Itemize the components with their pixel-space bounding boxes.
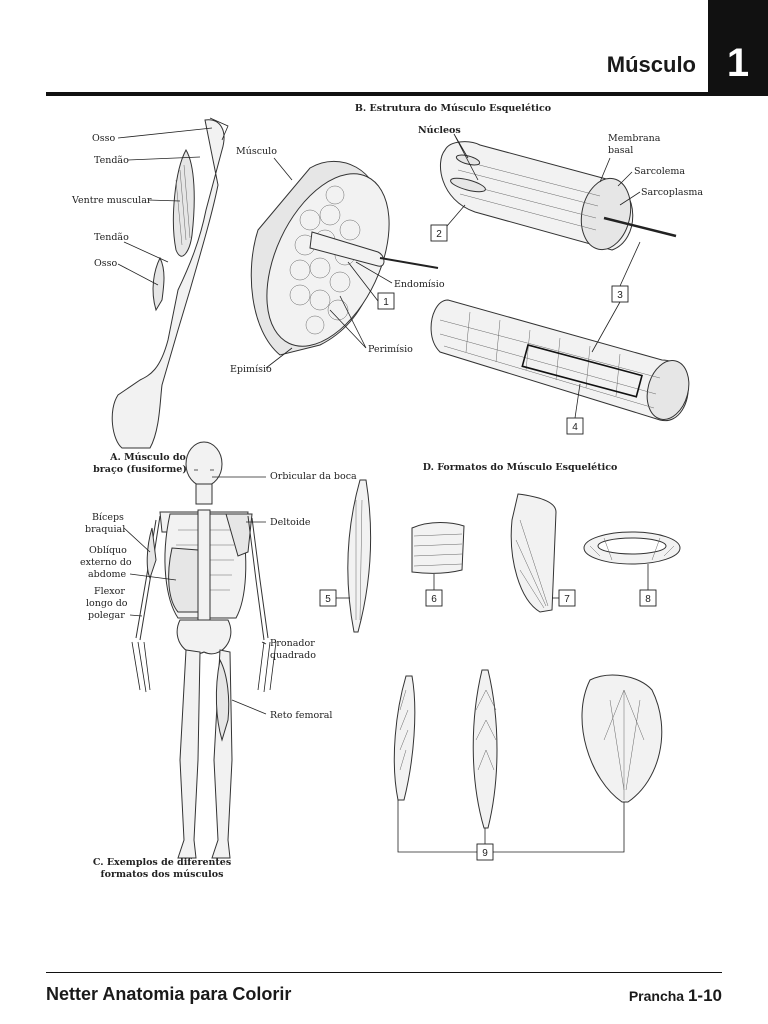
number-box-5-label: 5 [325, 594, 331, 605]
section-b-title: B. Estrutura do Músculo Esquelético [355, 103, 551, 114]
chapter-number-badge: 1 [708, 0, 768, 96]
number-box-4-label: 4 [572, 422, 578, 433]
caption-a-line1: A. Músculo do [109, 452, 186, 463]
number-box-3-label: 3 [617, 290, 623, 301]
label-perimisio: Perimísio [368, 344, 413, 355]
label-endomisio: Endomísio [394, 279, 445, 290]
label-pronador-line1: Pronador [270, 638, 315, 649]
plate-number: 1-10 [687, 986, 722, 1005]
plate-reference: Prancha 1-10 [629, 986, 722, 1006]
book-title: Netter Anatomia para Colorir [46, 984, 292, 1004]
label-sarcolema: Sarcolema [634, 166, 685, 177]
label-obliquo-line1: Oblíquo [89, 545, 127, 556]
label-epimisio: Epimísio [230, 364, 272, 375]
label-sarcoplasma: Sarcoplasma [641, 187, 703, 198]
label-orbicular-da-boca: Orbicular da boca [270, 471, 357, 482]
label-osso-bottom: Osso [94, 258, 118, 269]
number-box-2-label: 2 [436, 229, 442, 240]
page-title: Músculo [606, 52, 696, 77]
muscle-bundle-drawing [250, 160, 439, 356]
number-box-8-label: 8 [645, 594, 651, 605]
label-pronador-line2: quadrado [270, 650, 316, 661]
label-obliquo-line3: abdome [88, 569, 127, 580]
label-musculo: Músculo [236, 146, 277, 157]
quadrate-muscle-drawing [411, 522, 465, 574]
label-flexor-line2: longo do [86, 598, 128, 609]
muscle-fiber-drawing [439, 141, 677, 251]
label-biceps-line1: Bíceps [92, 512, 124, 523]
plate-label: Prancha [628, 988, 685, 1004]
myofibril-drawing [430, 299, 690, 422]
label-flexor-line1: Flexor [94, 586, 125, 597]
number-box-7-label: 7 [564, 594, 570, 605]
label-tendao-bottom: Tendão [94, 232, 129, 243]
caption-a-line2: braço (fusiforme) [93, 464, 187, 475]
label-deltoide: Deltoide [270, 517, 311, 528]
number-box-1-label: 1 [383, 297, 389, 308]
triangular-muscle-drawing [510, 493, 557, 613]
caption-c-line2: formatos dos músculos [101, 869, 224, 880]
skeleton-drawing [131, 441, 277, 859]
fusiform-muscle-drawing [347, 479, 372, 633]
number-box-2 [430, 224, 448, 242]
arm-drawing [111, 117, 229, 449]
label-membrana-line2: basal [608, 145, 633, 156]
label-reto-femoral: Reto femoral [270, 710, 332, 721]
circular-muscle-drawing [583, 531, 681, 565]
label-flexor-line3: polegar [88, 610, 125, 621]
footer-rule [46, 972, 722, 973]
label-osso-top: Osso [92, 133, 116, 144]
label-biceps-line2: braquial [85, 524, 125, 535]
pennate-muscles-drawing [393, 669, 663, 829]
label-obliquo-line2: externo do [80, 557, 132, 568]
number-box-6-label: 6 [431, 594, 437, 605]
label-membrana-line1: Membrana [608, 133, 661, 144]
label-tendao-top: Tendão [94, 155, 129, 166]
section-d-title: D. Formatos do Músculo Esquelético [423, 462, 618, 473]
header-rule [46, 92, 708, 96]
label-nucleos: Núcleos [418, 125, 461, 136]
label-ventre-muscular: Ventre muscular [71, 195, 152, 206]
caption-c-line1: C. Exemplos de diferentes [93, 857, 231, 868]
number-box-9-label: 9 [482, 848, 488, 859]
